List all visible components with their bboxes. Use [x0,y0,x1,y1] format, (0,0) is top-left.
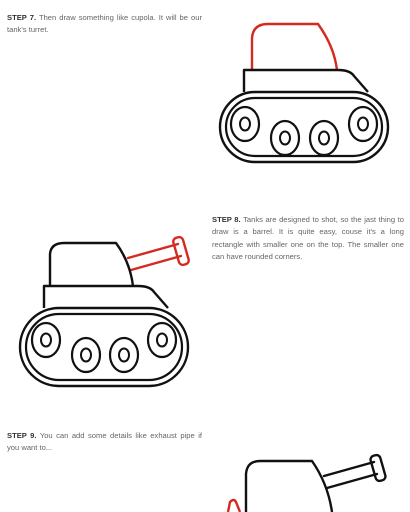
turret-cupola [250,22,339,71]
step-7-text: Then draw something like cupola. It will… [7,13,202,35]
step-7-instructions: STEP 7. Then draw something like cupola.… [7,12,202,37]
wheel [308,119,340,157]
wheel [269,119,301,157]
track-inner [24,312,184,382]
wheel-hub [118,347,130,363]
wheel [146,321,178,359]
track-outer [18,306,190,388]
step-8-text: Tanks are designed to shot, so the jast … [212,215,404,262]
step-8-label: STEP 8. [212,215,241,224]
wheel [229,105,261,143]
step-8-instructions: STEP 8. Tanks are designed to shot, so t… [212,214,404,264]
wheel-hub [156,332,168,348]
wheel-hub [40,332,52,348]
barrel-tip [172,235,190,267]
step-9-text: You can add some details like exhaust pi… [7,431,202,453]
wheel [347,105,379,143]
turret [48,241,135,287]
wheel [108,336,140,374]
wheel-hub [318,130,330,146]
track-inner [224,96,384,158]
barrel-tip [369,453,387,483]
upper-hull [242,68,369,93]
step-9-label: STEP 9. [7,431,37,440]
track-outer [218,90,390,164]
turret [244,459,334,512]
wheel-hub [357,116,369,132]
wheel [70,336,102,374]
wheel-hub [239,116,251,132]
step-9-instructions: STEP 9. You can add some details like ex… [7,430,202,455]
wheel-hub [80,347,92,363]
step-7-label: STEP 7. [7,13,37,22]
exhaust-pipe [226,498,242,512]
barrel [322,460,379,490]
wheel [30,321,62,359]
barrel [126,242,183,272]
wheel-hub [279,130,291,146]
upper-hull [42,284,169,309]
